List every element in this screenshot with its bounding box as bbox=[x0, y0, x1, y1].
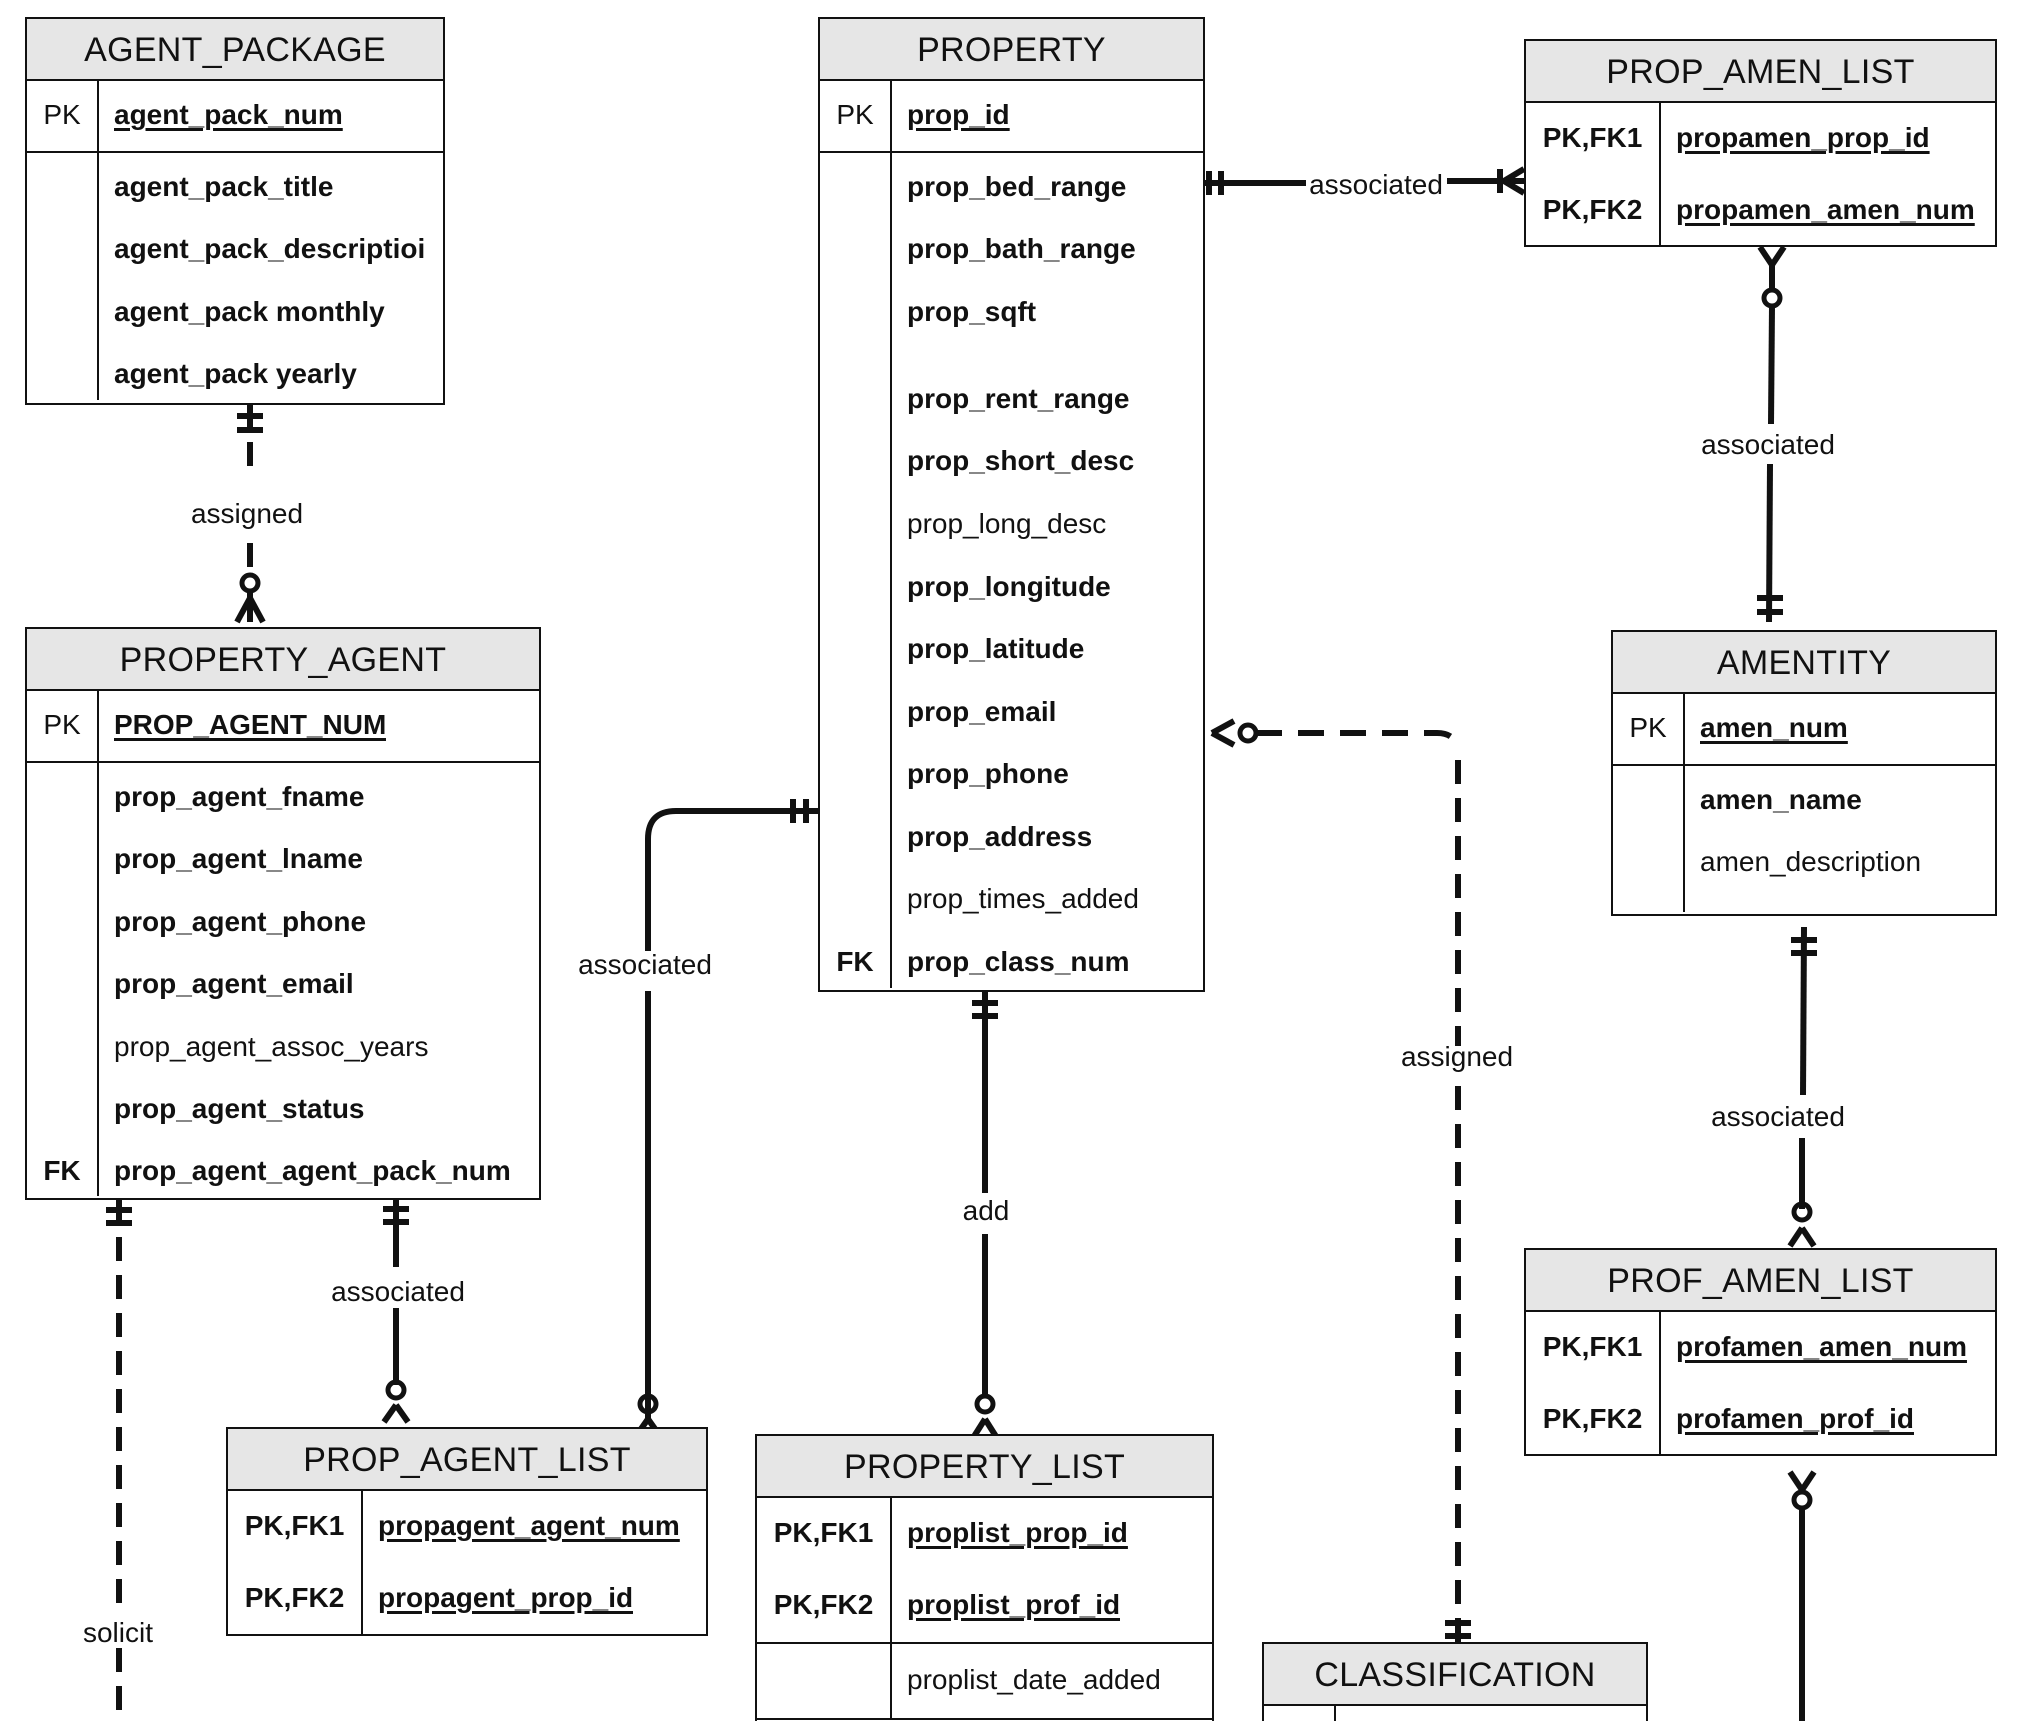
entity-title: PROP_AGENT_LIST bbox=[228, 1429, 706, 1491]
attribute: amen_name bbox=[1700, 784, 1862, 815]
entity-title: PROP_AMEN_LIST bbox=[1526, 41, 1995, 103]
entity-title: AGENT_PACKAGE bbox=[27, 19, 443, 81]
fk-attribute: prop_agent_agent_pack_num bbox=[114, 1155, 511, 1186]
attribute: prop_agent_email bbox=[114, 968, 354, 999]
rel-label-add: add bbox=[963, 1195, 1010, 1226]
entity-agent-package[interactable]: AGENT_PACKAGE PK agent_pack_num agent_pa… bbox=[25, 17, 445, 405]
attribute: prop_agent_status bbox=[114, 1093, 365, 1124]
attribute: prop_phone bbox=[907, 758, 1069, 789]
attribute: agent_pack yearly bbox=[114, 358, 357, 389]
pk-attribute: prop_id bbox=[907, 99, 1010, 130]
attribute: prop_agent_lname bbox=[114, 843, 363, 874]
pk-attribute: profamen_amen_num bbox=[1676, 1331, 1967, 1362]
rel-property-prop-agent-list bbox=[633, 799, 818, 1438]
pk-attribute: amen_num bbox=[1700, 712, 1848, 743]
rel-property-agent-solicit bbox=[106, 1199, 132, 1721]
pk-attribute: propagent_agent_num bbox=[378, 1510, 680, 1541]
rel-label-associated-2: associated bbox=[1701, 429, 1835, 460]
pk-fk-marker: PK,FK1 bbox=[1542, 122, 1643, 153]
attribute: prop_latitude bbox=[907, 633, 1085, 664]
entity-prop-agent-list[interactable]: PROP_AGENT_LIST PK,FK1 propagent_agent_n… bbox=[226, 1427, 708, 1636]
pk-attribute: propamen_amen_num bbox=[1676, 194, 1975, 225]
rel-amentity-prof-amen-list bbox=[1787, 926, 1817, 1248]
attribute: prop_agent_fname bbox=[114, 781, 365, 812]
attribute: prop_agent_phone bbox=[114, 906, 367, 937]
rel-label-associated-3: associated bbox=[578, 949, 712, 980]
attribute: prop_short_desc bbox=[907, 445, 1135, 476]
entity-property-list[interactable]: PROPERTY_LIST PK,FK1 proplist_prop_id PK… bbox=[755, 1434, 1214, 1721]
fk-attribute: prop_class_num bbox=[907, 946, 1130, 977]
pk-fk-marker: PK,FK2 bbox=[244, 1582, 345, 1613]
pk-marker: PK bbox=[1629, 712, 1667, 743]
pk-attribute: proplist_prof_id bbox=[907, 1589, 1121, 1620]
rel-label-assigned-1: assigned bbox=[191, 498, 303, 529]
rel-prop-amen-list-amentity bbox=[1757, 245, 1787, 623]
attribute: prop_email bbox=[907, 696, 1057, 727]
attribute: amen_description bbox=[1700, 846, 1922, 877]
rel-property-prop-amen-list bbox=[1203, 166, 1526, 196]
attribute: prop_long_desc bbox=[907, 508, 1107, 539]
attribute: prop_address bbox=[907, 821, 1093, 852]
pk-attribute: proplist_prop_id bbox=[907, 1517, 1128, 1548]
rel-label-solicit: solicit bbox=[83, 1617, 153, 1648]
attribute: prop_sqft bbox=[907, 296, 1037, 327]
pk-attribute: PROP_AGENT_NUM bbox=[114, 709, 387, 740]
pk-attribute: profamen_prof_id bbox=[1676, 1403, 1915, 1434]
pk-attribute: agent_pack_num bbox=[114, 99, 343, 130]
rel-label-assigned-2: assigned bbox=[1401, 1041, 1513, 1072]
rel-prof-amen-list-continue bbox=[1787, 1470, 1817, 1721]
attribute: prop_longitude bbox=[907, 571, 1111, 602]
attribute: prop_times_added bbox=[907, 883, 1139, 914]
pk-marker: PK bbox=[836, 99, 874, 130]
attribute: agent_pack_title bbox=[114, 171, 334, 202]
entity-prop-amen-list[interactable]: PROP_AMEN_LIST PK,FK1 propamen_prop_id P… bbox=[1524, 39, 1997, 247]
rel-label-associated-1: associated bbox=[1309, 169, 1443, 200]
attribute: agent_pack_descriptioi bbox=[114, 233, 426, 264]
attribute: prop_agent_assoc_years bbox=[114, 1031, 429, 1062]
entity-title: AMENTITY bbox=[1613, 632, 1995, 694]
pk-fk-marker: PK,FK1 bbox=[1542, 1331, 1643, 1362]
entity-classification[interactable]: CLASSIFICATION bbox=[1262, 1642, 1648, 1721]
entity-property[interactable]: PROPERTY PK prop_id prop_bed_range prop_… bbox=[818, 17, 1205, 992]
rel-label-associated-5: associated bbox=[331, 1276, 465, 1307]
rel-classification-property bbox=[1210, 718, 1471, 1645]
pk-marker: PK bbox=[43, 709, 81, 740]
entity-title: PROPERTY_AGENT bbox=[27, 629, 539, 691]
pk-attribute: propagent_prop_id bbox=[378, 1582, 634, 1613]
rel-label-associated-4: associated bbox=[1711, 1101, 1845, 1132]
pk-fk-marker: PK,FK1 bbox=[244, 1510, 345, 1541]
rel-property-agent-prop-agent-list bbox=[381, 1199, 411, 1424]
fk-marker: FK bbox=[43, 1155, 81, 1186]
pk-fk-marker: PK,FK2 bbox=[1542, 1403, 1643, 1434]
attribute: proplist_date_added bbox=[907, 1664, 1161, 1695]
pk-fk-marker: PK,FK1 bbox=[773, 1517, 874, 1548]
entity-title: PROPERTY_LIST bbox=[757, 1436, 1212, 1498]
pk-fk-marker: PK,FK2 bbox=[773, 1589, 874, 1620]
fk-marker: FK bbox=[836, 946, 874, 977]
entity-title: PROPERTY bbox=[820, 19, 1203, 81]
relationship-labels: assigned associated associated associate… bbox=[83, 169, 1845, 1648]
entity-title: CLASSIFICATION bbox=[1264, 1644, 1646, 1706]
rel-agent-package-property-agent bbox=[234, 404, 266, 624]
entity-amentity[interactable]: AMENTITY PK amen_num amen_name amen_desc… bbox=[1611, 630, 1997, 916]
attribute: prop_bed_range bbox=[907, 171, 1127, 202]
attribute: prop_bath_range bbox=[907, 233, 1136, 264]
entity-title: PROF_AMEN_LIST bbox=[1526, 1250, 1995, 1312]
pk-fk-marker: PK,FK2 bbox=[1542, 194, 1643, 225]
pk-marker: PK bbox=[43, 99, 81, 130]
attribute: agent_pack monthly bbox=[114, 296, 385, 327]
entity-prof-amen-list[interactable]: PROF_AMEN_LIST PK,FK1 profamen_amen_num … bbox=[1524, 1248, 1997, 1456]
pk-attribute: propamen_prop_id bbox=[1676, 122, 1930, 153]
entity-property-agent[interactable]: PROPERTY_AGENT PK PROP_AGENT_NUM prop_ag… bbox=[25, 627, 541, 1200]
attribute: prop_rent_range bbox=[907, 383, 1130, 414]
